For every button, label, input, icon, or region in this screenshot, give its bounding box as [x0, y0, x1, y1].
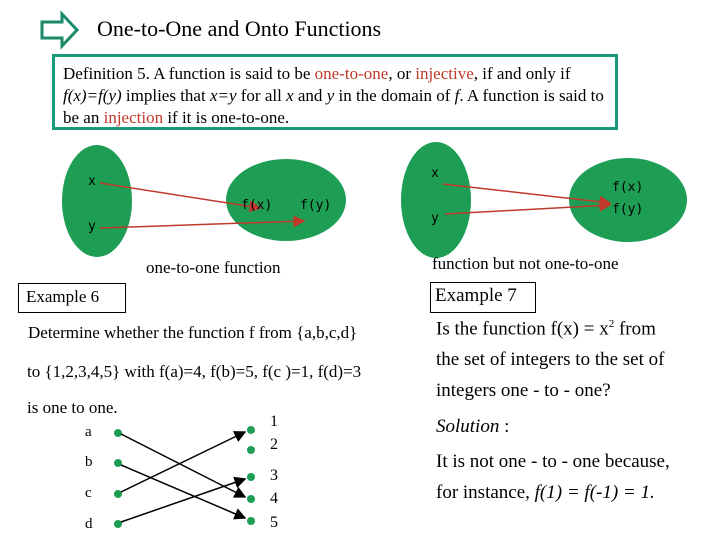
- def-text: for all: [236, 86, 287, 105]
- example6-line2: to {1,2,3,4,5} with f(a)=4, f(b)=5, f(c …: [27, 362, 362, 381]
- right-domain-label-y: y: [431, 211, 439, 226]
- dot-c: [114, 490, 122, 498]
- dot-2: [247, 446, 255, 454]
- def-var: f: [454, 86, 460, 105]
- left-domain-ellipse: [62, 145, 132, 257]
- def-term-injection: injection: [103, 108, 164, 127]
- def-text: in the domain of: [334, 86, 455, 105]
- example7-question-line1: Is the function f(x) = x2 from: [436, 318, 656, 340]
- def-var: y: [326, 86, 335, 105]
- left-codomain-label-fy: f(y): [300, 198, 332, 213]
- example7-solution-line1: It is not one - to - one because,: [436, 451, 670, 472]
- dot-1: [247, 426, 255, 434]
- right-arrow-x: [442, 183, 612, 208]
- dot-d: [114, 520, 122, 528]
- map-a-4: [120, 433, 247, 498]
- dot-5: [247, 517, 255, 525]
- right-domain-label-x: x: [431, 166, 439, 181]
- def-text: and: [293, 86, 327, 105]
- ex7-s2-a: for instance,: [436, 482, 535, 503]
- ex6-domain-a: a: [85, 424, 92, 440]
- title-arrow-icon: [40, 10, 80, 50]
- def-term-one-to-one: one-to-one: [314, 64, 389, 83]
- left-codomain-label-fx: f(x): [241, 198, 273, 213]
- def-text: , if and only if: [473, 64, 571, 83]
- map-d-3: [120, 476, 247, 523]
- ex7-q1-exponent: 2: [608, 318, 615, 330]
- solution-colon: :: [499, 416, 510, 437]
- map-b-5: [120, 464, 247, 520]
- dot-3: [247, 473, 255, 481]
- def-text: implies that: [121, 86, 210, 105]
- definition-box: Definition 5. A function is said to be o…: [52, 54, 618, 130]
- ex6-codomain-5: 5: [270, 514, 278, 531]
- def-text: . A function is said to be an: [63, 86, 604, 127]
- ex6-codomain-2: 2: [270, 436, 278, 453]
- left-arrow-y: [99, 215, 306, 229]
- def-text: Definition 5. A function is said to be: [63, 64, 315, 83]
- page-title: One-to-One and Onto Functions: [97, 16, 382, 41]
- left-domain-label-x: x: [88, 174, 96, 189]
- right-domain-ellipse: [401, 142, 471, 258]
- dot-a: [114, 429, 122, 437]
- ex6-codomain-1: 1: [270, 413, 278, 430]
- def-expr: x=y: [209, 86, 237, 105]
- ex6-domain-b: b: [85, 454, 93, 470]
- ex6-domain-c: c: [85, 485, 92, 501]
- right-diagram-caption: function but not one-to-one: [432, 254, 619, 273]
- ex6-codomain-4: 4: [270, 490, 278, 507]
- left-arrow-x: [99, 182, 262, 213]
- ex6-codomain-3: 3: [270, 467, 278, 484]
- solution-label: Solution: [436, 416, 500, 437]
- def-var: x: [286, 86, 294, 105]
- def-expr: f(x)=f(y): [63, 86, 122, 105]
- def-term-injective: injective: [415, 64, 474, 83]
- right-codomain-label-fy: f(y): [612, 202, 644, 217]
- left-codomain-ellipse: [226, 159, 346, 241]
- map-c-1: [120, 431, 247, 493]
- example6-line1: Determine whether the function f from {a…: [28, 323, 358, 342]
- right-codomain-ellipse: [569, 158, 687, 242]
- ex7-q1-end: from: [614, 318, 656, 340]
- dot-4: [247, 495, 255, 503]
- left-diagram-caption: one-to-one function: [146, 258, 281, 277]
- example7-solution-line2: for instance, f(1) = f(-1) = 1.: [436, 482, 655, 504]
- ex7-q1-text: Is the function f(x) = x: [436, 318, 609, 340]
- example6-heading: Example 6: [18, 283, 126, 313]
- example7-solution-label: Solution :: [436, 416, 509, 438]
- def-text: if it is one-to-one.: [163, 108, 290, 127]
- example7-heading: Example 7: [430, 282, 536, 313]
- example6-line3: is one to one.: [27, 398, 118, 417]
- def-text: , or: [388, 64, 416, 83]
- right-arrow-y: [444, 199, 612, 215]
- example7-question-line3: integers one - to - one?: [436, 380, 611, 401]
- right-codomain-label-fx: f(x): [612, 180, 644, 195]
- ex6-domain-d: d: [85, 516, 93, 532]
- ex7-s2-b: f(1) = f(-1) = 1.: [534, 482, 655, 503]
- left-domain-label-y: y: [88, 219, 96, 234]
- dot-b: [114, 459, 122, 467]
- example7-question-line2: the set of integers to the set of: [436, 349, 665, 370]
